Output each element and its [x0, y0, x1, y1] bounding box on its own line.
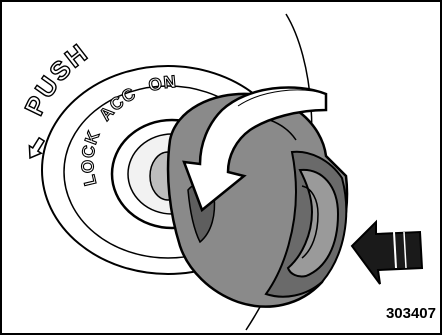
figure-number: 303407: [386, 305, 436, 322]
arrow-left-block-icon: [352, 222, 422, 284]
